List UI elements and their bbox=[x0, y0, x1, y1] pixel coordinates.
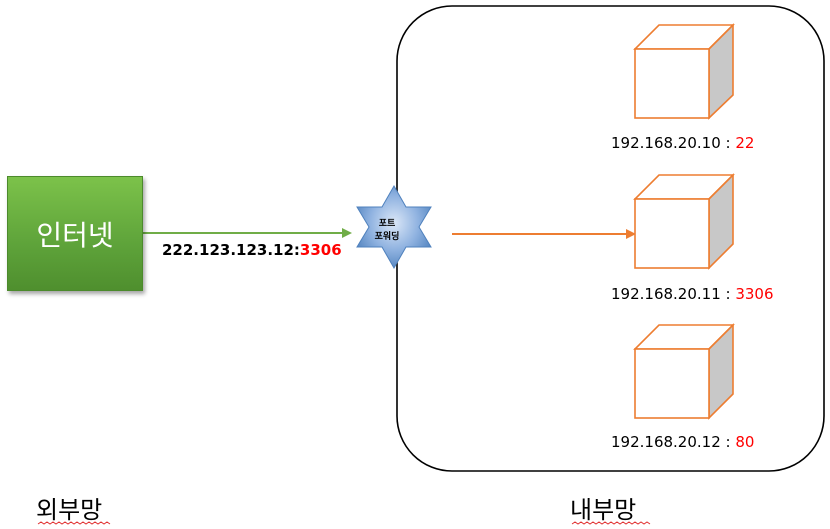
internal-network-boundary bbox=[396, 5, 825, 472]
server-ip: 192.168.20.10 bbox=[611, 134, 721, 152]
spellcheck-underline-internal bbox=[571, 521, 651, 525]
server-label-1: 192.168.20.10 : 22 bbox=[611, 134, 754, 152]
server-ip: 192.168.20.12 bbox=[611, 433, 721, 451]
spellcheck-underline-external bbox=[37, 521, 111, 525]
external-ip: 222.123.123.12: bbox=[162, 241, 300, 259]
server-separator: : bbox=[720, 134, 736, 152]
port-forwarding-line2: 포워딩 bbox=[374, 232, 400, 242]
server-separator: : bbox=[720, 433, 736, 451]
internet-label: 인터넷 bbox=[36, 218, 114, 252]
server-port: 22 bbox=[735, 134, 755, 152]
external-port: 3306 bbox=[299, 241, 342, 259]
server-label-3: 192.168.20.12 : 80 bbox=[611, 433, 754, 451]
internal-network-label: 내부망 bbox=[570, 496, 637, 524]
internet-node: 인터넷 bbox=[7, 176, 143, 291]
server-port: 80 bbox=[735, 433, 755, 451]
port-forwarding-line1: 포트 bbox=[378, 219, 396, 229]
port-forwarding-star-icon bbox=[356, 184, 432, 270]
server-cube-icon-3 bbox=[633, 323, 735, 420]
server-separator: : bbox=[720, 285, 736, 303]
server-label-2: 192.168.20.11 : 3306 bbox=[611, 285, 774, 303]
external-network-label: 외부망 bbox=[36, 496, 103, 524]
server-cube-icon-1 bbox=[633, 23, 735, 120]
port-forwarding-label: 포트 포워딩 bbox=[362, 218, 412, 244]
server-ip: 192.168.20.11 bbox=[611, 285, 721, 303]
external-address-label: 222.123.123.12:3306 bbox=[162, 241, 342, 259]
server-port: 3306 bbox=[735, 285, 774, 303]
server-cube-icon-2 bbox=[633, 173, 735, 270]
